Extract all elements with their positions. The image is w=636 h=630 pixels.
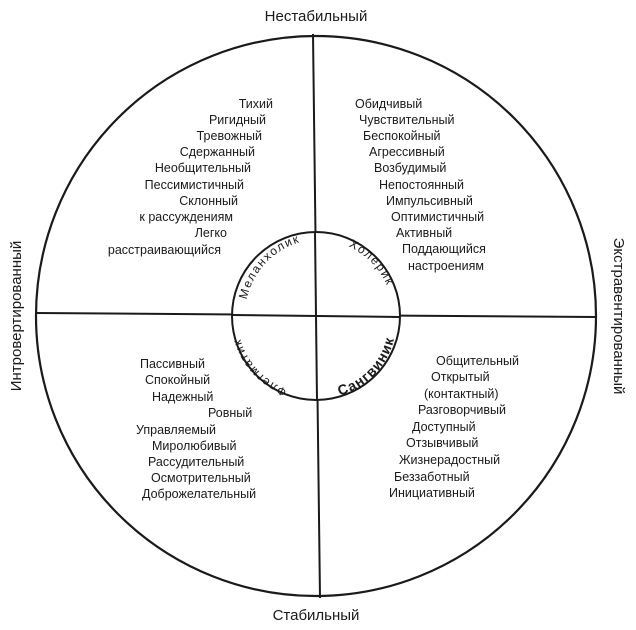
trait-item: к рассуждениям <box>139 210 233 224</box>
trait-item: Общительный <box>436 354 519 368</box>
inner-horizontal-axis <box>231 314 401 318</box>
trait-item: Ровный <box>208 406 252 420</box>
trait-item: Сдержанный <box>180 145 255 159</box>
trait-item: Необщительный <box>155 161 251 175</box>
trait-item: Активный <box>396 226 452 240</box>
trait-item: Поддающийся <box>402 242 486 256</box>
trait-item: Беспокойный <box>363 129 441 143</box>
trait-item: Пассивный <box>140 357 205 371</box>
trait-item: Отзывчивый <box>406 436 478 450</box>
trait-item: Ригидный <box>209 113 266 127</box>
trait-item: Агрессивный <box>369 145 445 159</box>
trait-item: Склонный <box>179 194 238 208</box>
trait-item: расстраивающийся <box>108 243 221 257</box>
trait-item: настроениям <box>408 259 484 273</box>
trait-item: Спокойный <box>145 373 210 387</box>
axis-label-stable: Стабильный <box>273 607 360 624</box>
trait-item: Надежный <box>152 390 213 404</box>
quadrant-top-left: Тихий Ригидный Тревожный Сдержанный Необ… <box>108 97 273 257</box>
trait-item: Возбудимый <box>374 161 446 175</box>
trait-item: Рассудительный <box>148 455 244 469</box>
trait-item: Открытый <box>431 370 490 384</box>
trait-item: Разговорчивый <box>418 403 506 417</box>
trait-item: Легко <box>195 226 227 240</box>
trait-item: Пессимистичный <box>145 178 244 192</box>
trait-item: Импульсивный <box>386 194 473 208</box>
trait-item: Обидчивый <box>355 97 422 111</box>
trait-item: Беззаботный <box>394 470 470 484</box>
trait-item: Непостоянный <box>379 178 464 192</box>
axis-label-extroverted: Экстравентированный <box>610 238 627 395</box>
trait-item: Оптимистичный <box>391 210 484 224</box>
trait-item: Чувствительный <box>359 113 454 127</box>
trait-item: Миролюбивый <box>152 439 236 453</box>
trait-item: Доброжелательный <box>142 487 256 501</box>
trait-item: Тихий <box>239 97 273 111</box>
quadrant-bottom-right: Общительный Открытый (контактный) Разгов… <box>389 354 519 500</box>
trait-item: Доступный <box>412 420 476 434</box>
axis-label-introverted: Интровертированный <box>8 241 25 392</box>
trait-item: Инициативный <box>389 486 475 500</box>
trait-item: Управляемый <box>136 423 216 437</box>
quadrant-bottom-left: Пассивный Спокойный Надежный Ровный Упра… <box>136 357 256 501</box>
trait-item: (контактный) <box>424 387 499 401</box>
trait-item: Осмотрительный <box>151 471 251 485</box>
axis-label-unstable: Нестабильный <box>265 8 368 25</box>
trait-item: Жизнерадостный <box>399 453 500 467</box>
trait-item: Тревожный <box>197 129 262 143</box>
quadrant-top-right: Обидчивый Чувствительный Беспокойный Агр… <box>355 97 486 273</box>
